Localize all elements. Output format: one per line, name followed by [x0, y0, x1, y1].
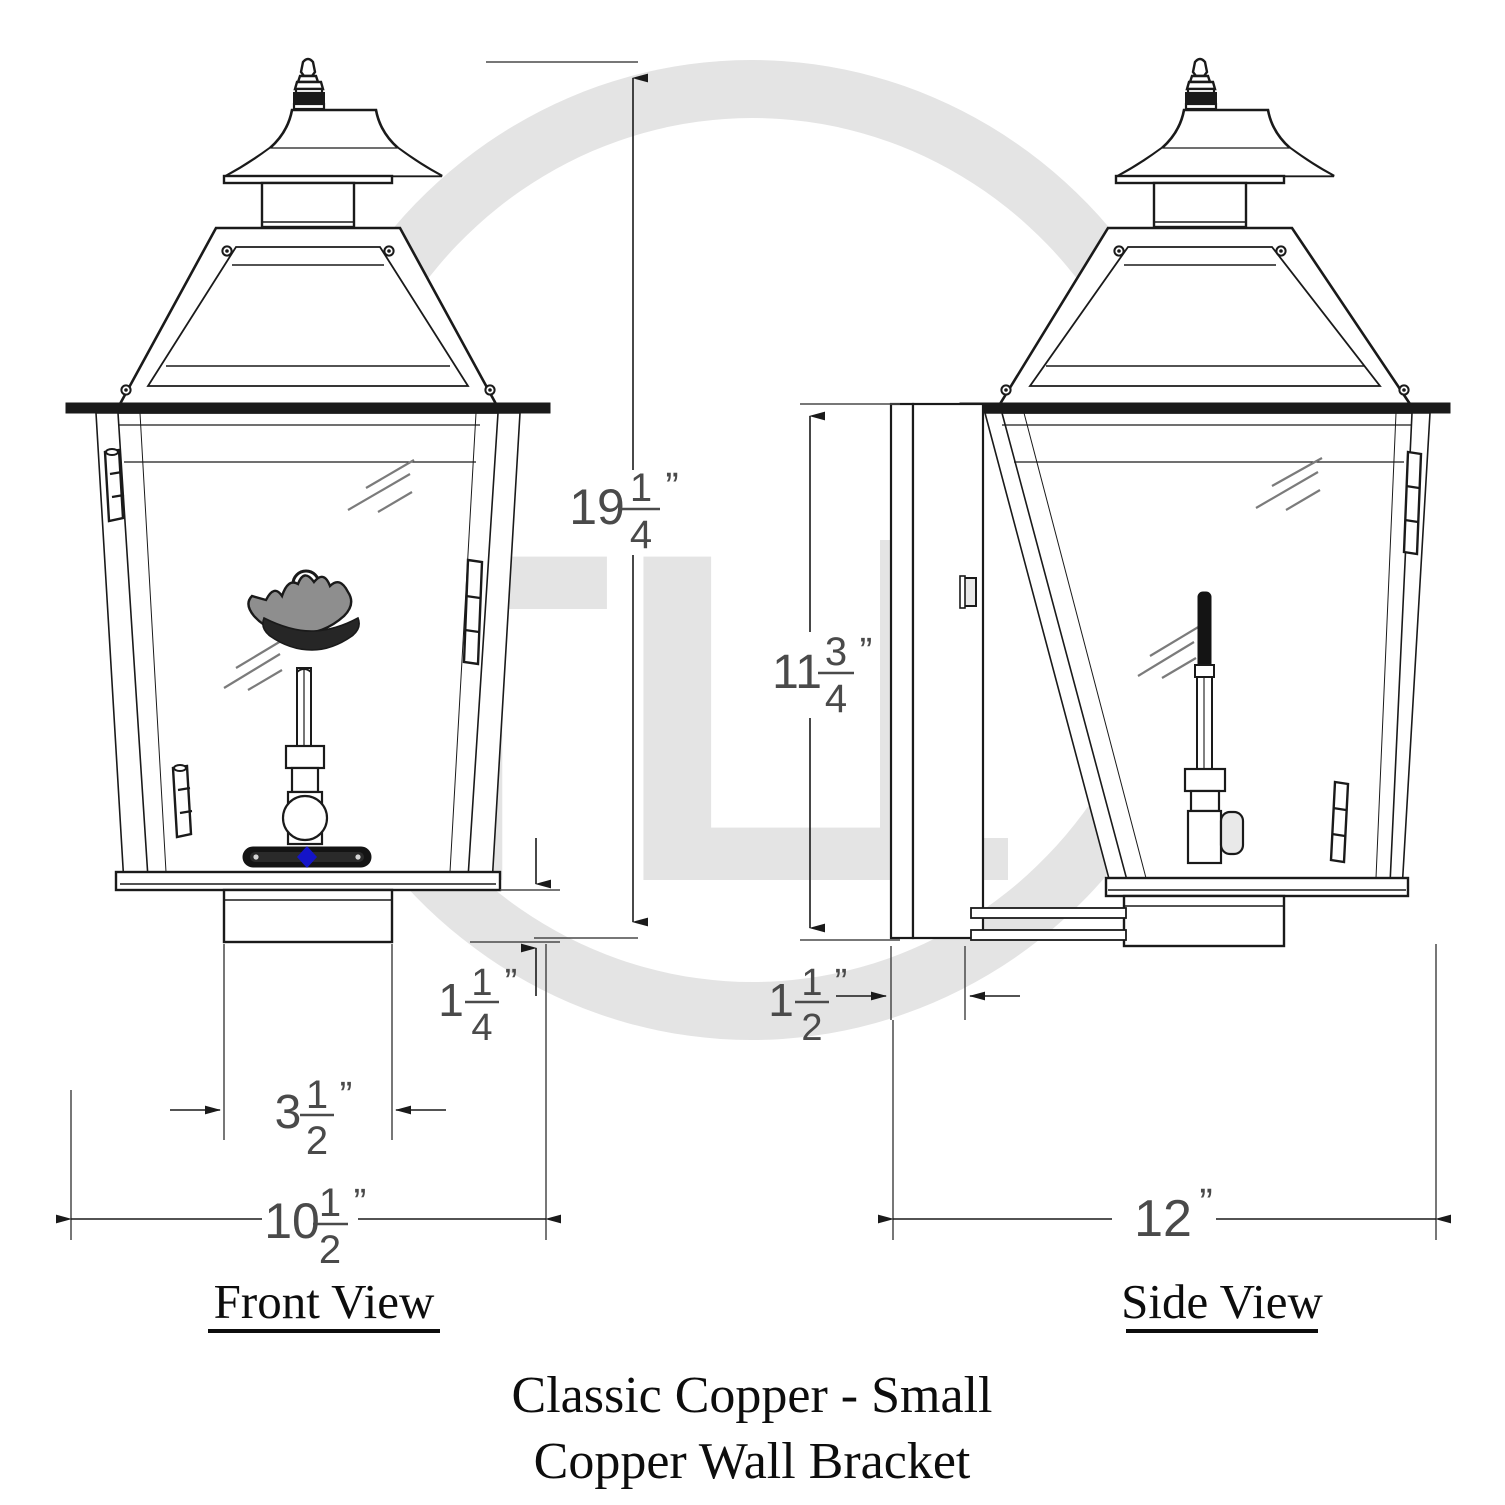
roof	[117, 226, 499, 406]
dim-label-overall-width: 10 1 2 ”	[264, 1181, 366, 1272]
dim-label-base-width: 3 1 2 ”	[275, 1073, 353, 1163]
dim-label-overall-height: 19 1 4 ”	[569, 465, 678, 557]
finial	[292, 57, 326, 111]
dim-unit: ”	[1199, 1181, 1212, 1225]
front-view-drawing	[65, 57, 551, 944]
mounting-base-block	[222, 888, 394, 944]
blue-jewel-icon	[297, 846, 317, 868]
hinge-upper-left	[103, 448, 125, 523]
dim-unit: ”	[860, 631, 873, 673]
side-burner	[1183, 591, 1245, 865]
burner-stem-valve	[281, 667, 329, 846]
view-label-side: Side View	[1121, 1274, 1323, 1333]
vent-collar	[260, 181, 356, 229]
dim-denominator: 4	[630, 513, 652, 557]
dim-numerator: 1	[471, 962, 492, 1004]
dim-denominator: 4	[825, 677, 847, 721]
dim-denominator: 2	[801, 1007, 822, 1049]
side-bottom-rails	[1104, 876, 1410, 898]
side-finial	[1184, 57, 1218, 111]
door-latch-right	[462, 558, 484, 666]
dim-overall-width	[56, 944, 561, 1240]
side-roof	[997, 226, 1413, 406]
dim-unit: ”	[835, 962, 848, 1004]
side-bell-cap	[1114, 108, 1335, 185]
dim-whole: 10	[264, 1193, 320, 1249]
hinge-lower-left	[171, 764, 193, 839]
dim-whole: 1	[768, 974, 794, 1026]
dim-label-base-height: 1 1 4 ”	[438, 962, 517, 1049]
dim-unit: ”	[505, 962, 518, 1004]
side-vent-collar	[1152, 181, 1248, 229]
dim-whole: 19	[569, 479, 625, 535]
dim-overall-height	[486, 61, 648, 939]
dim-base-width	[170, 944, 446, 1140]
bell-cap	[222, 108, 443, 185]
dim-numerator: 1	[801, 962, 822, 1004]
side-base-block	[970, 894, 1286, 948]
dim-denominator: 2	[319, 1228, 341, 1272]
dim-unit: ”	[665, 465, 678, 509]
dim-glass-height	[800, 403, 900, 941]
wall-mount-plate	[889, 402, 985, 940]
side-view-label: Side View	[1121, 1274, 1323, 1329]
dim-bracket-thickness	[836, 946, 1020, 1020]
dim-numerator: 1	[319, 1181, 341, 1225]
dim-whole: 12	[1134, 1190, 1192, 1248]
mantle-burner-head	[247, 569, 360, 651]
ignitor-bar	[242, 846, 372, 868]
dim-unit: ”	[340, 1075, 353, 1117]
side-roof-eave-rail	[959, 402, 1451, 414]
dim-denominator: 2	[306, 1119, 328, 1163]
glass-reflection	[223, 459, 415, 691]
dim-numerator: 1	[306, 1073, 328, 1117]
title-line-1: Classic Copper - Small	[512, 1367, 993, 1424]
dim-unit: ”	[354, 1182, 367, 1224]
dim-base-height	[470, 838, 560, 996]
dim-denominator: 4	[471, 1007, 492, 1049]
side-glass-reflection	[1137, 457, 1323, 679]
lantern-bottom-rails	[114, 870, 502, 892]
view-label-front: Front View	[208, 1274, 440, 1333]
side-hinge-upper-right	[1402, 450, 1423, 556]
dim-whole: 11	[772, 646, 822, 699]
drawing-title: Classic Copper - Small Copper Wall Brack…	[512, 1367, 993, 1490]
dim-label-glass-height: 11 3 4 ”	[772, 630, 872, 721]
dim-label-bracket-thickness: 1 1 2 ”	[768, 962, 847, 1049]
dim-overall-depth	[878, 944, 1451, 1240]
side-view-drawing	[889, 57, 1451, 948]
dim-numerator: 1	[630, 466, 652, 510]
title-line-2: Copper Wall Bracket	[534, 1433, 971, 1490]
dim-label-overall-depth: 12 ”	[1134, 1181, 1213, 1248]
front-view-label: Front View	[214, 1274, 435, 1329]
roof-eave-rail	[65, 402, 551, 414]
side-hinge-lower-right	[1329, 780, 1350, 864]
dim-whole: 3	[275, 1086, 302, 1139]
dimension-lines	[56, 61, 1451, 1240]
dim-numerator: 3	[825, 630, 847, 674]
dim-whole: 1	[438, 974, 464, 1026]
